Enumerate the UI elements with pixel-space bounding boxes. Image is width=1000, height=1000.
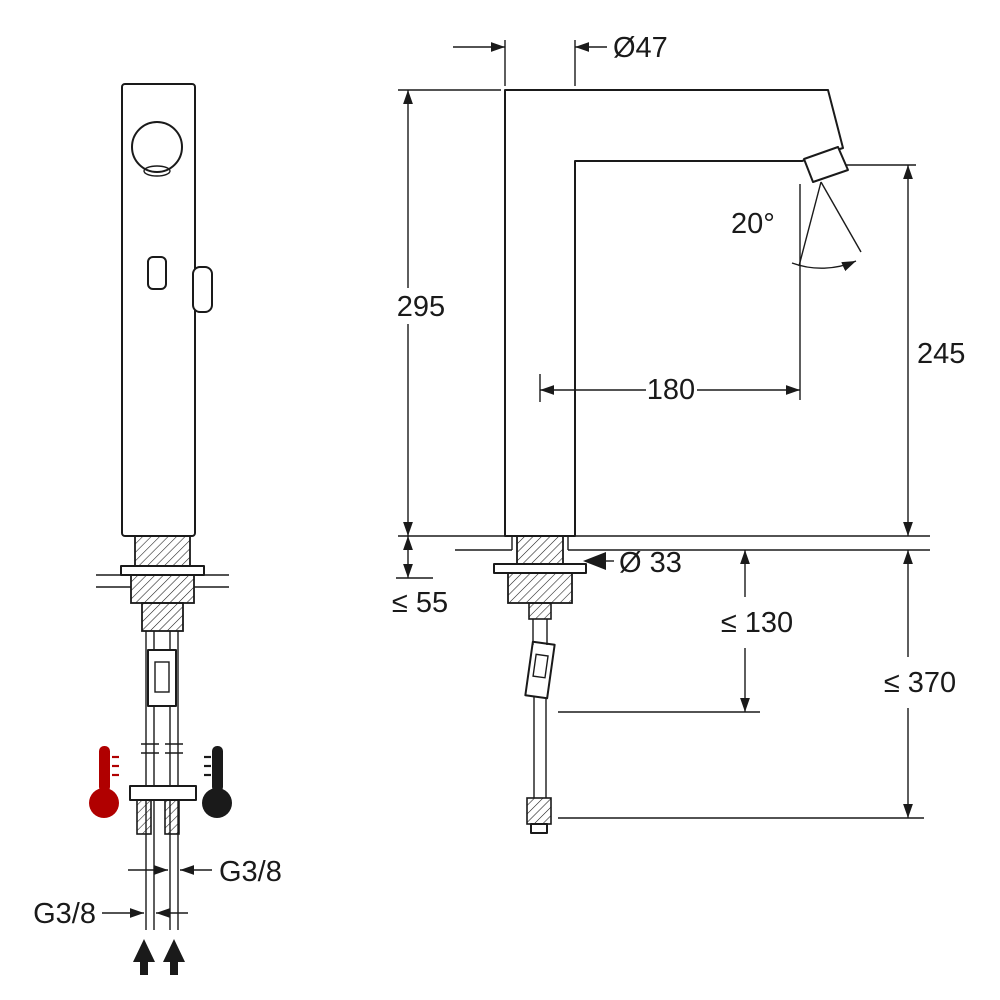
hose-connector-front	[147, 649, 177, 707]
dim-label-max-deck-thickness: ≤ 55	[392, 587, 448, 619]
side-handle	[192, 266, 213, 313]
hose-fitting-left	[136, 799, 152, 835]
base-washer-front	[120, 565, 205, 576]
dim-label-shank-diameter: Ø 33	[619, 547, 682, 579]
dim-label-supply-thread-right: G3/8	[219, 856, 282, 888]
dim-max-overall-below: ≤ 370	[558, 550, 956, 819]
hot-water-thermometer-icon	[89, 746, 119, 818]
dim-label-max-clearance-below: ≤ 130	[721, 607, 793, 639]
hose-end-fitting-side	[526, 797, 552, 834]
cold-water-thermometer-icon	[202, 746, 232, 818]
dim-label-outlet-height: 245	[917, 338, 965, 370]
threaded-shank-side	[516, 535, 564, 565]
dim-spout-diameter: Ø47	[453, 32, 668, 86]
hose-connector-side	[524, 640, 556, 700]
jet-angle-lines	[791, 181, 862, 272]
dim-max-deck-thickness: ≤ 55	[392, 536, 448, 619]
dim-spout-angle: 20°	[731, 208, 775, 240]
base-washer-side	[493, 563, 587, 574]
side-view	[398, 89, 930, 834]
mounting-plate	[129, 785, 197, 801]
mounting-collar-front	[141, 602, 184, 632]
dim-label-supply-thread-left: G3/8	[33, 898, 96, 930]
faucet-body-side	[504, 89, 844, 537]
sensor-window	[147, 256, 167, 290]
dim-max-clearance-below: ≤ 130	[558, 550, 793, 713]
mounting-nut-side	[507, 572, 573, 604]
hose-fitting-right	[164, 799, 180, 835]
shank-rod-side	[528, 602, 552, 645]
dim-supply-thread-left: G3/8	[33, 898, 188, 930]
front-view	[89, 83, 232, 975]
spout-outlet-nozzle	[803, 146, 849, 183]
dim-label-spout-reach: 180	[647, 374, 695, 406]
dim-label-max-overall-below: ≤ 370	[884, 667, 956, 699]
flow-direction-arrows	[133, 939, 185, 975]
dim-outlet-height: 245	[846, 164, 965, 536]
dim-label-body-height: 295	[397, 291, 445, 323]
dim-spout-reach: 180	[539, 184, 801, 406]
front-dimensions: G3/8 G3/8	[33, 856, 282, 930]
supply-hose-side	[533, 695, 547, 798]
dim-shank-diameter: Ø 33	[583, 547, 682, 579]
dim-label-spout-diameter: Ø47	[613, 32, 668, 64]
side-dimensions: Ø47 295 20° 245 180 Ø 33	[392, 32, 965, 819]
mounting-nut-front	[130, 574, 195, 604]
dim-supply-thread-right: G3/8	[128, 856, 282, 888]
deck-lines-front	[96, 574, 229, 588]
outlet-front	[143, 165, 171, 177]
top-knob	[131, 121, 183, 173]
threaded-shank-front	[134, 535, 191, 567]
dim-body-height: 295	[397, 89, 501, 536]
dim-label-spout-angle: 20°	[731, 208, 775, 240]
